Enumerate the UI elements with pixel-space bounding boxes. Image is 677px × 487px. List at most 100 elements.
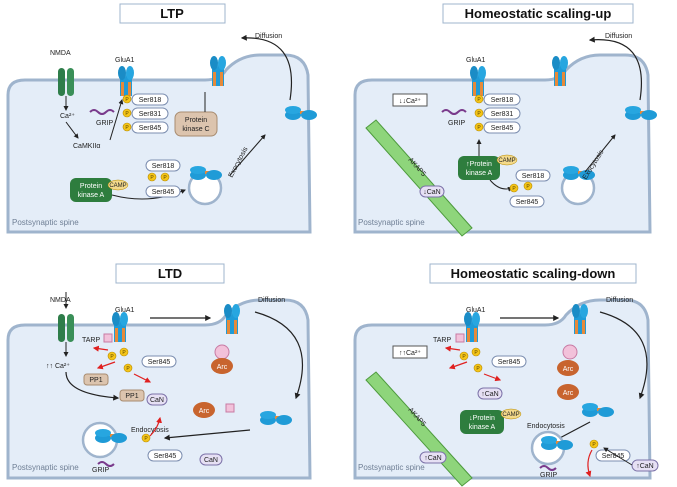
nmda-label: NMDA: [50, 50, 71, 57]
pp1-label-b: PP1: [125, 393, 138, 400]
phospho-icon: [474, 94, 484, 104]
camp-label: CAMP: [498, 158, 515, 164]
phospho-icon: [119, 347, 129, 357]
grip-protein: [539, 465, 557, 471]
panel-scaling-down: Homeostatic scaling-down ↑↑Ca²⁺ GluA1 TA…: [353, 263, 659, 487]
glua1-label: GluA1: [115, 307, 135, 314]
camkii-to-glua1-arrow: [109, 99, 124, 141]
diffusion-label: Diffusion: [605, 33, 632, 40]
can-pill-2: [199, 453, 223, 466]
grip-label: GRIP: [92, 467, 109, 474]
dephospho-arrow: [444, 345, 461, 352]
panel-title-box: [429, 263, 637, 284]
tarp-protein: [214, 344, 230, 360]
pka-label-1: Protein: [80, 183, 102, 190]
can-label: ↓CaN: [423, 189, 441, 196]
panel-title-box: [115, 263, 225, 284]
tarp-protein: [103, 333, 113, 343]
grip-protein: [441, 109, 467, 115]
phospho-icon: [471, 347, 481, 357]
phospho-icon: [474, 122, 484, 132]
diffusion-arrow: [240, 34, 292, 101]
ca-badge-label: ↑↑Ca²⁺: [399, 350, 421, 357]
pka-box: [460, 410, 504, 434]
arc-blob: [211, 358, 233, 374]
ser845-pill-b: [145, 185, 181, 198]
ser845-label-b: Ser845: [602, 453, 625, 460]
can-label-3: ↑CaN: [424, 455, 442, 462]
ca-label: Ca²⁺: [60, 113, 75, 120]
diffusion-label: Diffusion: [606, 297, 633, 304]
spine-label: Postsynaptic spine: [12, 463, 79, 472]
arc-label: Arc: [563, 366, 574, 373]
can-pill-2: [631, 459, 659, 472]
phospho-icon: [107, 351, 117, 361]
pka-label-2: kinase A: [78, 192, 105, 199]
grip-label: GRIP: [448, 120, 465, 127]
ser845-pill: [483, 121, 521, 134]
glua1-label: GluA1: [466, 57, 486, 64]
dephospho-arrow: [133, 373, 152, 383]
grip-label: GRIP: [540, 472, 557, 479]
dephospho-arrow: [92, 345, 109, 352]
can-label-2: ↑CaN: [636, 463, 654, 470]
exocytosis-arrow: [584, 134, 616, 173]
ser845-pill: [141, 355, 177, 368]
tarp-label: TARP: [82, 337, 100, 344]
phospho-icon: [147, 172, 157, 182]
ca-to-camkii-arrow: [65, 121, 79, 139]
spine-label: Postsynaptic spine: [12, 218, 79, 227]
panel-title: Homeostatic scaling-up: [465, 6, 612, 21]
camp-badge: [500, 408, 522, 420]
glua1-receptor: [470, 66, 486, 96]
phospho-icon: [589, 439, 599, 449]
endocytosis-arrow: [163, 429, 251, 441]
pka-box: [458, 156, 500, 180]
can-pill: [477, 387, 503, 400]
tarp-label: TARP: [433, 337, 451, 344]
phospho-icon: [122, 122, 132, 132]
ser845-label: Ser845: [498, 359, 521, 366]
glua1-receptor: [118, 66, 134, 96]
grip-protein: [97, 461, 115, 467]
endocytosis-arrow: [554, 421, 591, 441]
arc-blob: [557, 360, 579, 376]
phospho-icon: [122, 94, 132, 104]
dephospho-arrow: [149, 416, 162, 437]
camp-badge: [107, 179, 129, 191]
diffusion-arrow: [254, 311, 304, 400]
diffusion-arrow: [588, 36, 642, 101]
phospho-icon: [523, 181, 533, 191]
camp-label: CAMP: [109, 183, 126, 189]
ca-badge: [392, 345, 428, 359]
dephospho-arrow: [448, 361, 468, 370]
exocytosis-arrow: [229, 134, 266, 176]
ca-to-pp1-arrow: [65, 371, 120, 401]
pp1-box-a: [83, 373, 109, 386]
glua1-surface-receptor: [210, 56, 226, 86]
ser818-pill: [483, 93, 521, 106]
camp-badge: [496, 154, 518, 166]
arc-label-2: Arc: [199, 408, 210, 415]
phospho-icon: [123, 363, 133, 373]
ser845-label-b: Ser845: [152, 189, 175, 196]
grip-label: GRIP: [96, 120, 113, 127]
ca-badge-label: ↓↓Ca²⁺: [399, 98, 421, 105]
phospho-icon: [141, 433, 151, 443]
tarp-protein: [562, 344, 578, 360]
panel-ltd: LTD NMDA ↑↑ Ca²⁺ PP1 PP1 CaN GluA1 TARP …: [6, 263, 312, 480]
ser845-pill-b: [147, 449, 183, 462]
camkii-label: CaMKIIα: [73, 143, 100, 150]
phospho-icon: [160, 172, 170, 182]
ser818-label-b: Ser818: [522, 173, 545, 180]
pka-box: [70, 178, 112, 202]
ser845-pill: [491, 355, 527, 368]
dephospho-arrow: [483, 373, 502, 382]
ca-badge: [392, 93, 428, 107]
phospho-icon: [509, 183, 519, 193]
pkc-label-2: kinase C: [182, 126, 209, 133]
ser845-label-b: Ser845: [154, 453, 177, 460]
panel-scaling-up: Homeostatic scaling-up ↓↓Ca²⁺ GluA1 GRIP…: [353, 3, 657, 237]
phospho-icon: [473, 363, 483, 373]
